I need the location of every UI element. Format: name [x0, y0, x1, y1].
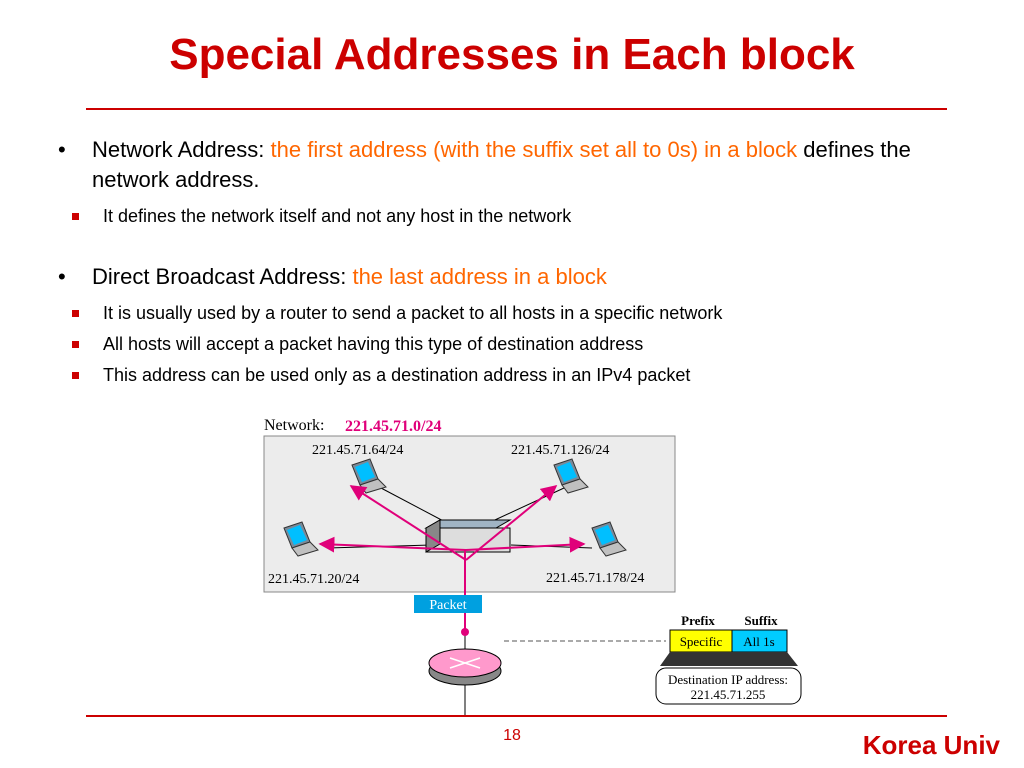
slide-title: Special Addresses in Each block	[169, 30, 855, 79]
router-icon	[428, 648, 502, 686]
square-bullet-icon	[72, 310, 79, 317]
sub-bullet: It defines the network itself and not an…	[58, 201, 958, 232]
sub-bullet: All hosts will accept a packet having th…	[58, 329, 958, 360]
footer-divider	[86, 715, 947, 717]
square-bullet-icon	[72, 341, 79, 348]
bullet-dot: •	[58, 137, 66, 162]
sub-bullet: This address can be used only as a desti…	[58, 360, 958, 391]
sub-list: It defines the network itself and not an…	[58, 201, 958, 232]
destination-box	[655, 667, 802, 705]
host-label: 221.45.71.178/24	[546, 571, 644, 586]
packet-label: Packet	[429, 598, 466, 613]
bullet-lead: Direct Broadcast Address:	[92, 264, 353, 289]
suffix-label: Suffix	[744, 613, 778, 628]
suffix-value: All 1s	[743, 634, 774, 649]
bullet-list: • Network Address: the first address (wi…	[58, 135, 958, 391]
packet-dot	[461, 628, 469, 636]
sub-bullet: It is usually used by a router to send a…	[58, 298, 958, 329]
bullet-dot: •	[58, 264, 66, 289]
broadcast-diagram: Network: 221.45.71.0/24 221.45.71.64/24 …	[263, 417, 802, 715]
bullet-rest: defines the network address.	[92, 137, 911, 192]
square-bullet-icon	[72, 372, 79, 379]
packet-label-box	[414, 595, 482, 613]
network-value: 221.45.71.0/24	[345, 418, 441, 435]
sub-list: It is usually used by a router to send a…	[58, 298, 958, 391]
bullet-highlight: the first address (with the suffix set a…	[270, 137, 798, 162]
network-box	[263, 435, 676, 593]
host-label: 221.45.71.64/24	[312, 443, 403, 458]
destination-label: Destination IP address:	[668, 672, 788, 687]
bullet-broadcast-address: • Direct Broadcast Address: the last add…	[58, 262, 958, 292]
host-label: 221.45.71.20/24	[268, 572, 359, 587]
page-number: 18	[503, 727, 521, 744]
brand-logo-text: Korea Univ	[862, 730, 1000, 760]
bullet-highlight: the last address in a block	[352, 264, 607, 289]
prefix-label: Prefix	[681, 613, 715, 628]
destination-value: 221.45.71.255	[691, 687, 766, 702]
title-divider	[86, 108, 947, 110]
bullet-lead: Network Address:	[92, 137, 271, 162]
prefix-value: Specific	[680, 634, 723, 649]
host-label: 221.45.71.126/24	[511, 443, 609, 458]
network-label: Network:	[264, 417, 324, 434]
switch-icon	[424, 519, 512, 553]
square-bullet-icon	[72, 213, 79, 220]
bullet-network-address: • Network Address: the first address (wi…	[58, 135, 958, 195]
